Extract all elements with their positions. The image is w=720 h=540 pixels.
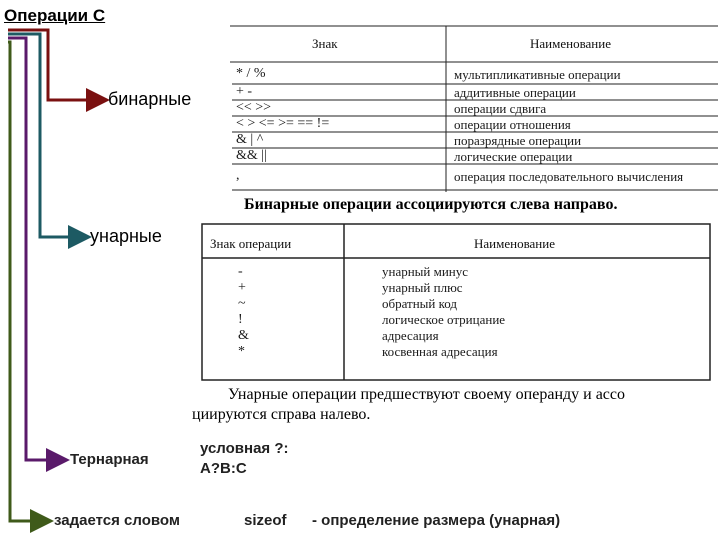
binary-row-name: мультипликативные операции <box>454 67 621 82</box>
unary-row-sign: * <box>238 344 245 359</box>
unary-row-name: унарный плюс <box>382 280 463 295</box>
sizeof-suffix: - определение размера (унарная) <box>312 512 561 529</box>
unary-row-name: обратный код <box>382 296 458 311</box>
binary-row-sign: & | ^ <box>236 132 264 147</box>
binary-row-sign: && || <box>236 148 267 163</box>
unary-row-sign: - <box>238 264 243 279</box>
ternary-desc-1: условная ?: <box>200 440 289 457</box>
binary-row-sign: * / % <box>236 66 266 81</box>
binary-row-name: операция последовательного вычисления <box>454 169 684 184</box>
binary-row-name: логические операции <box>454 149 573 164</box>
unary-row-name: адресация <box>382 328 439 343</box>
binary-row-sign: , <box>236 168 240 183</box>
unary-connector <box>8 32 92 249</box>
unary-label: унарные <box>90 226 162 246</box>
binary-label: бинарные <box>108 89 192 109</box>
unary-row-name: унарный минус <box>382 264 469 279</box>
binary-row-sign: << >> <box>236 100 272 115</box>
binary-row-name: аддитивные операции <box>454 85 576 100</box>
binary-header-name: Наименование <box>530 36 611 51</box>
page-title: Операции С <box>4 6 106 25</box>
unary-header-sign: Знак операции <box>210 236 292 251</box>
binary-table-grid <box>230 25 718 192</box>
unary-row-sign: ~ <box>238 296 246 311</box>
binary-row-sign: + - <box>236 84 253 99</box>
unary-row-name: косвенная адресация <box>382 344 498 359</box>
binary-row-name: операции сдвига <box>454 101 547 116</box>
unary-row-sign: ! <box>238 312 243 327</box>
unary-table-grid <box>201 223 711 381</box>
binary-row-name: операции отношения <box>454 117 571 132</box>
ternary-label: Тернарная <box>70 451 149 468</box>
binary-header-sign: Знак <box>312 36 338 51</box>
binary-row-sign: < > <= >= == != <box>236 116 330 131</box>
binary-connector <box>8 28 110 112</box>
sizeof-keyword: sizeof <box>244 512 287 529</box>
unary-row-name: логическое отрицание <box>382 312 506 327</box>
ternary-connector <box>8 36 70 472</box>
binary-row-name: поразрядные операции <box>454 133 582 148</box>
unary-row-sign: + <box>238 280 246 295</box>
binary-caption: Бинарные операции ассоциируются слева на… <box>244 196 618 213</box>
unary-caption-1: Унарные операции предшествуют своему опе… <box>228 386 626 403</box>
unary-header-name: Наименование <box>474 236 555 251</box>
sizeof-connector <box>8 40 54 533</box>
sizeof-prefix: задается словом <box>54 512 180 529</box>
unary-caption-2: циируются справа налево. <box>192 406 371 423</box>
unary-row-sign: & <box>238 328 249 343</box>
ternary-desc-2: A?B:C <box>200 460 247 477</box>
